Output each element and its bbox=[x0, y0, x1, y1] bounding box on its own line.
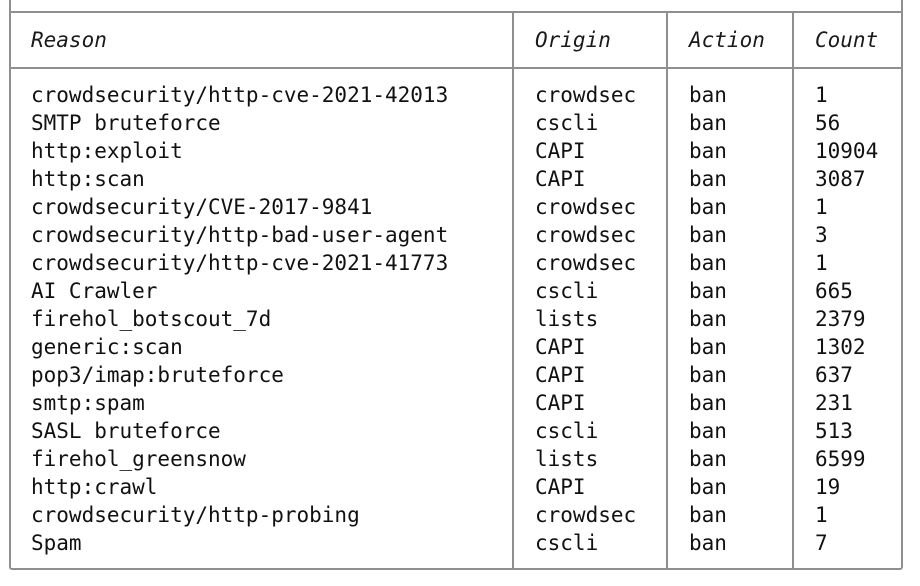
cell-reason: firehol_botscout_7d bbox=[31, 307, 272, 331]
cell-action: ban bbox=[689, 195, 727, 219]
cell-action: ban bbox=[689, 391, 727, 415]
cell-reason: crowdsecurity/http-cve-2021-42013 bbox=[31, 83, 449, 107]
cell-count: 3 bbox=[815, 223, 828, 247]
cell-origin: cscli bbox=[535, 419, 599, 443]
cell-origin: CAPI bbox=[535, 139, 586, 163]
cell-reason: SMTP bruteforce bbox=[31, 111, 221, 135]
cell-reason: Spam bbox=[31, 531, 82, 555]
cell-origin: crowdsec bbox=[535, 83, 637, 107]
cell-reason: smtp:spam bbox=[31, 391, 145, 415]
table-row: Spam cscli ban 7 bbox=[0, 529, 920, 557]
header-separator bbox=[9, 67, 903, 69]
cell-action: ban bbox=[689, 139, 727, 163]
table-row: smtp:spam CAPI ban 231 bbox=[0, 389, 920, 417]
cell-action: ban bbox=[689, 475, 727, 499]
cell-origin: crowdsec bbox=[535, 251, 637, 275]
cell-action: ban bbox=[689, 251, 727, 275]
cell-origin: crowdsec bbox=[535, 223, 637, 247]
cell-count: 1302 bbox=[815, 335, 866, 359]
cell-reason: SASL bruteforce bbox=[31, 419, 221, 443]
cell-count: 56 bbox=[815, 111, 841, 135]
cell-reason: crowdsecurity/http-probing bbox=[31, 503, 360, 527]
cell-action: ban bbox=[689, 111, 727, 135]
cell-count: 1 bbox=[815, 503, 828, 527]
cell-origin: cscli bbox=[535, 111, 599, 135]
cell-count: 7 bbox=[815, 531, 828, 555]
table-row: http:scan CAPI ban 3087 bbox=[0, 165, 920, 193]
cell-origin: crowdsec bbox=[535, 503, 637, 527]
cell-origin: lists bbox=[535, 447, 599, 471]
cell-origin: CAPI bbox=[535, 335, 586, 359]
cell-origin: cscli bbox=[535, 279, 599, 303]
cell-count: 1 bbox=[815, 83, 828, 107]
cell-reason: crowdsecurity/http-bad-user-agent bbox=[31, 223, 449, 247]
table-row: firehol_botscout_7d lists ban 2379 bbox=[0, 305, 920, 333]
column-header-count: Count bbox=[815, 28, 879, 52]
table-row: crowdsecurity/http-bad-user-agent crowdse… bbox=[0, 221, 920, 249]
cell-reason: http:scan bbox=[31, 167, 145, 191]
cell-origin: crowdsec bbox=[535, 195, 637, 219]
column-header-origin: Origin bbox=[535, 28, 611, 52]
cell-count: 10904 bbox=[815, 139, 879, 163]
cell-action: ban bbox=[689, 167, 727, 191]
cell-reason: firehol_greensnow bbox=[31, 447, 246, 471]
cell-action: ban bbox=[689, 83, 727, 107]
table-row: pop3/imap:bruteforce CAPI ban 637 bbox=[0, 361, 920, 389]
cell-action: ban bbox=[689, 531, 727, 555]
cell-action: ban bbox=[689, 307, 727, 331]
cell-origin: CAPI bbox=[535, 391, 586, 415]
cell-count: 665 bbox=[815, 279, 853, 303]
table-top-border bbox=[9, 11, 903, 13]
cell-count: 2379 bbox=[815, 307, 866, 331]
table-header-row: Reason Origin Action Count bbox=[0, 13, 920, 67]
column-divider-count bbox=[792, 12, 794, 570]
cell-count: 637 bbox=[815, 363, 853, 387]
cell-origin: CAPI bbox=[535, 167, 586, 191]
table-row: crowdsecurity/http-cve-2021-41773 crowdse… bbox=[0, 249, 920, 277]
table-row: crowdsecurity/http-cve-2021-42013 crowdse… bbox=[0, 81, 920, 109]
cell-action: ban bbox=[689, 503, 727, 527]
cell-action: ban bbox=[689, 363, 727, 387]
column-divider-origin bbox=[512, 12, 514, 570]
cell-reason: generic:scan bbox=[31, 335, 183, 359]
table-row: crowdsecurity/CVE-2017-9841 crowdsec ban 1 bbox=[0, 193, 920, 221]
cell-count: 6599 bbox=[815, 447, 866, 471]
cell-count: 3087 bbox=[815, 167, 866, 191]
cell-reason: http:crawl bbox=[31, 475, 158, 499]
decisions-table bbox=[9, 0, 903, 570]
cell-origin: lists bbox=[535, 307, 599, 331]
cell-count: 1 bbox=[815, 251, 828, 275]
cell-reason: http:exploit bbox=[31, 139, 183, 163]
table-row: SMTP bruteforce cscli ban 56 bbox=[0, 109, 920, 137]
table-row: AI Crawler cscli ban 665 bbox=[0, 277, 920, 305]
table-body: crowdsecurity/http-cve-2021-42013 crowdse… bbox=[0, 81, 920, 557]
table-row: http:crawl CAPI ban 19 bbox=[0, 473, 920, 501]
column-divider-action bbox=[666, 12, 668, 570]
cell-count: 513 bbox=[815, 419, 853, 443]
cell-action: ban bbox=[689, 447, 727, 471]
table-row: http:exploit CAPI ban 10904 bbox=[0, 137, 920, 165]
cell-action: ban bbox=[689, 419, 727, 443]
cell-origin: CAPI bbox=[535, 363, 586, 387]
cell-action: ban bbox=[689, 279, 727, 303]
cell-origin: cscli bbox=[535, 531, 599, 555]
table-row: SASL bruteforce cscli ban 513 bbox=[0, 417, 920, 445]
cell-reason: crowdsecurity/CVE-2017-9841 bbox=[31, 195, 373, 219]
cell-reason: crowdsecurity/http-cve-2021-41773 bbox=[31, 251, 449, 275]
cell-action: ban bbox=[689, 335, 727, 359]
table-row: generic:scan CAPI ban 1302 bbox=[0, 333, 920, 361]
cell-reason: pop3/imap:bruteforce bbox=[31, 363, 284, 387]
column-header-reason: Reason bbox=[31, 28, 107, 52]
column-header-action: Action bbox=[689, 28, 765, 52]
cell-action: ban bbox=[689, 223, 727, 247]
table-row: crowdsecurity/http-probing crowdsec ban 1 bbox=[0, 501, 920, 529]
cell-origin: CAPI bbox=[535, 475, 586, 499]
cell-count: 19 bbox=[815, 475, 841, 499]
table-row: firehol_greensnow lists ban 6599 bbox=[0, 445, 920, 473]
cell-count: 1 bbox=[815, 195, 828, 219]
cell-reason: AI Crawler bbox=[31, 279, 158, 303]
cell-count: 231 bbox=[815, 391, 853, 415]
